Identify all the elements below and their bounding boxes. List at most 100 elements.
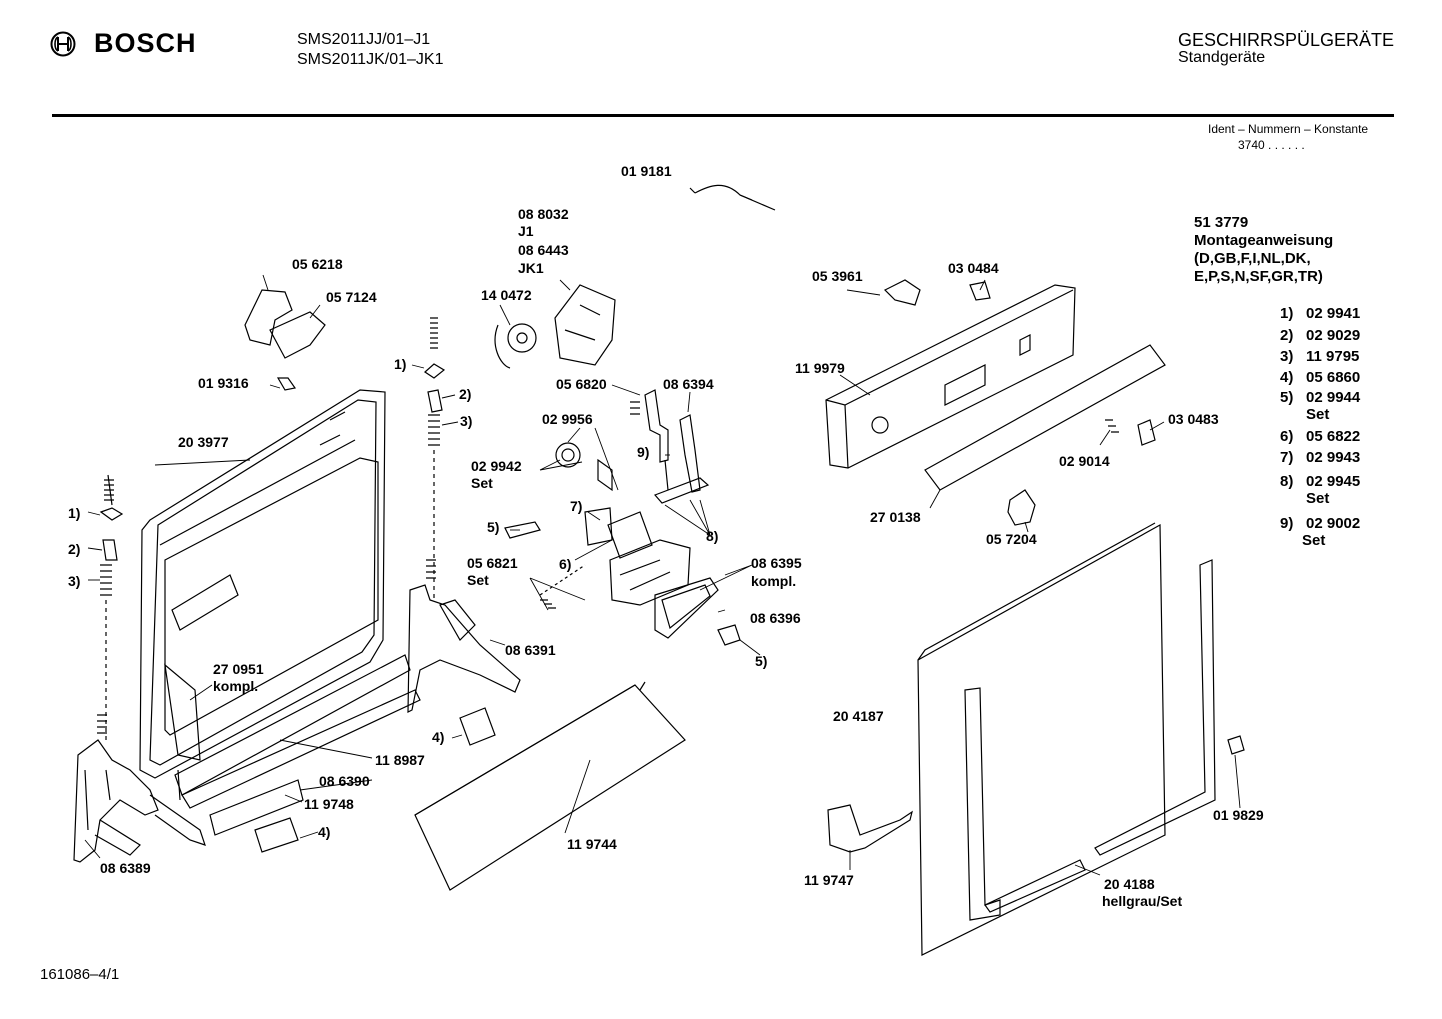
door-lock-assembly (504, 442, 741, 646)
inner-door-panel (139, 389, 386, 779)
label-set-1: Set (471, 475, 493, 491)
model-number-2: SMS2011JK/01–JK1 (297, 51, 444, 68)
key-row: 2)02 9029 (1280, 327, 1361, 344)
label-118987: 11 8987 (375, 752, 425, 768)
key-row: 9)02 9002 (1280, 515, 1361, 532)
knob-part (1007, 419, 1156, 526)
manual-languages-2: E,P,S,N,SF,GR,TR) (1194, 268, 1323, 285)
label-019181: 01 9181 (621, 163, 672, 179)
callout-9: 9) (637, 444, 650, 460)
label-086443: 08 6443 (518, 242, 569, 258)
hinge-left (73, 739, 206, 863)
hinge-plate-right (827, 735, 1245, 853)
label-203977: 20 3977 (178, 434, 229, 450)
label-086389: 08 6389 (100, 860, 151, 876)
key-row-extra: Set (1302, 532, 1326, 549)
callout-1-right: 1) (394, 356, 407, 372)
outer-door-panel (917, 522, 1166, 956)
label-jk1: JK1 (518, 260, 544, 276)
decor-strip (924, 344, 1166, 491)
cable-part (689, 184, 776, 211)
plinth-panel (414, 681, 686, 891)
category-title: GESCHIRRSPÜLGERÄTE (1178, 30, 1395, 50)
callout-2-left: 2) (68, 541, 81, 557)
timer-motor (494, 284, 616, 369)
control-panel (825, 279, 1076, 469)
label-204188: 20 4188 (1104, 876, 1155, 892)
label-hellgrau-set: hellgrau/Set (1102, 893, 1183, 909)
hinge-right (407, 584, 521, 713)
label-204187: 20 4187 (833, 708, 884, 724)
key-row: 3)11 9795 (1280, 348, 1360, 365)
label-086395: 08 6395 (751, 555, 802, 571)
label-086390: 08 6390 (319, 773, 370, 789)
lower-trim-strips (164, 654, 496, 853)
door-frame (964, 559, 1216, 921)
label-029014: 02 9014 (1059, 453, 1110, 469)
label-set-2: Set (467, 572, 489, 588)
label-056821: 05 6821 (467, 555, 518, 571)
category-subtitle: Standgeräte (1178, 49, 1266, 66)
label-119747: 11 9747 (804, 872, 854, 888)
label-029942: 02 9942 (471, 458, 522, 474)
label-119979: 11 9979 (795, 360, 845, 376)
label-056218: 05 6218 (292, 256, 343, 272)
callout-7: 7) (570, 498, 583, 514)
key-row: 1)02 9941 (1280, 305, 1361, 322)
label-019316: 01 9316 (198, 375, 249, 391)
label-086394: 08 6394 (663, 376, 714, 392)
label-140472: 14 0472 (481, 287, 532, 303)
label-029956: 02 9956 (542, 411, 593, 427)
callout-5-left: 5) (487, 519, 500, 535)
bosch-armature-icon (50, 31, 76, 56)
label-019829: 01 9829 (1213, 807, 1264, 823)
key-row-extra: Set (1306, 406, 1330, 423)
manual-languages-1: (D,GB,F,I,NL,DK, (1194, 250, 1311, 267)
label-030484: 03 0484 (948, 260, 999, 276)
callout-4-mid: 4) (432, 729, 445, 745)
callout-1-left: 1) (68, 505, 81, 521)
key-row: 7)02 9943 (1280, 449, 1361, 466)
callout-6: 6) (559, 556, 572, 572)
label-086396: 08 6396 (750, 610, 801, 626)
callout-3-left: 3) (68, 573, 81, 589)
label-270138: 27 0138 (870, 509, 921, 525)
label-053961: 05 3961 (812, 268, 863, 284)
callout-8: 8) (706, 528, 719, 544)
label-056820: 05 6820 (556, 376, 607, 392)
key-row: 8)02 9945 (1280, 473, 1361, 490)
label-270951: 27 0951 (213, 661, 264, 677)
callout-4-bottom: 4) (318, 824, 331, 840)
left-spring-assembly (97, 474, 124, 740)
leader-lines (84, 274, 1241, 876)
header-divider (52, 114, 1394, 117)
label-057204: 05 7204 (986, 531, 1037, 547)
label-kompl-2: kompl. (213, 678, 259, 694)
hinge-bracket-top (244, 289, 326, 391)
ident-title: Ident – Nummern – Konstante (1208, 122, 1369, 136)
callout-5-right: 5) (755, 653, 768, 669)
label-119744: 11 9744 (567, 836, 617, 852)
key-row: 6)05 6822 (1280, 428, 1361, 445)
label-086391: 08 6391 (505, 642, 556, 658)
label-119748: 11 9748 (304, 796, 354, 812)
label-030483: 03 0483 (1168, 411, 1219, 427)
right-spring-assembly (424, 317, 446, 600)
label-j1: J1 (518, 223, 534, 239)
callout-2-right: 2) (459, 386, 472, 402)
manual-title: Montageanweisung (1194, 232, 1334, 249)
label-kompl-1: kompl. (751, 573, 797, 589)
manual-number: 51 3779 (1194, 214, 1249, 231)
label-057124: 05 7124 (326, 289, 377, 305)
lock-brackets (630, 389, 710, 504)
callout-3-right: 3) (460, 413, 473, 429)
brand-name: BOSCH (94, 28, 197, 58)
document-code: 161086–4/1 (40, 966, 120, 983)
key-row: 4)05 6860 (1280, 369, 1361, 386)
ident-value: 3740 . . . . . . (1238, 138, 1305, 152)
model-number-1: SMS2011JJ/01–J1 (297, 31, 431, 48)
key-row-extra: Set (1306, 490, 1330, 507)
brand-logo: BOSCH (50, 28, 197, 59)
key-row: 5)02 9944 (1280, 389, 1361, 406)
